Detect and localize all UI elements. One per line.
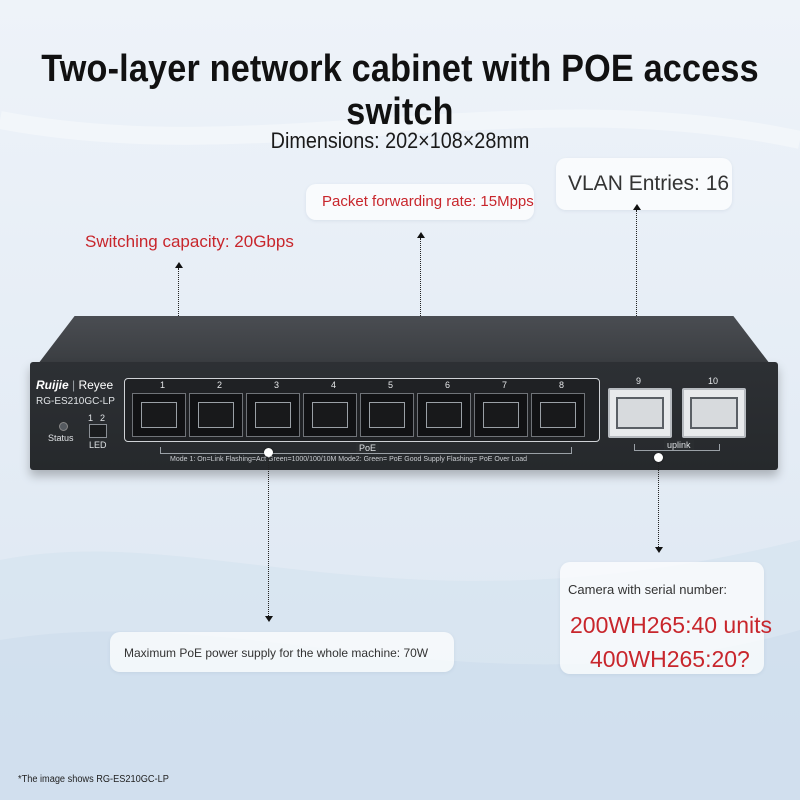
poe-power-leader xyxy=(268,458,269,616)
switching-capacity-label: Switching capacity: 20Gbps xyxy=(85,232,294,251)
dimensions-label: Dimensions: 202×108×28mm xyxy=(270,128,530,153)
ethernet-port-4[interactable] xyxy=(303,393,357,437)
ethernet-port-1[interactable] xyxy=(132,393,186,437)
port-number-label: 4 xyxy=(331,380,337,390)
footnote: *The image shows RG-ES210GC-LP xyxy=(18,774,169,785)
rj45-socket-icon xyxy=(483,402,519,428)
packet-forwarding-callout-box xyxy=(306,184,534,220)
camera-line-200wh: 200WH265:40 units xyxy=(570,612,773,638)
packet-forwarding-arrow-icon xyxy=(417,232,425,238)
port-number-label: 3 xyxy=(274,380,280,390)
vlan-callout-box xyxy=(556,158,732,210)
vlan-entries-label: VLAN Entries: 16 xyxy=(568,172,730,195)
rj45-socket-icon xyxy=(312,402,348,428)
reyee-logo-text: Reyee xyxy=(78,378,114,392)
camera-line-400wh: 400WH265:20? xyxy=(590,646,750,672)
switching-capacity-arrow-icon xyxy=(175,262,183,268)
uplink-arrow-icon xyxy=(655,547,663,553)
rj45-socket-icon xyxy=(255,402,291,428)
rj45-socket-icon xyxy=(198,402,234,428)
led-mode2-label: 2 xyxy=(100,413,106,423)
packet-forwarding-leader xyxy=(420,238,421,326)
packet-forwarding-label: Packet forwarding rate: 15Mpps xyxy=(322,193,534,210)
uplink-port-number: 9 xyxy=(636,376,642,386)
poe-label: PoE xyxy=(356,443,380,453)
poe-power-arrow-icon xyxy=(265,616,273,622)
uplink-port-number: 10 xyxy=(708,376,719,386)
status-label: Status xyxy=(48,433,74,443)
uplink-leader xyxy=(658,463,659,547)
rj45-socket-icon xyxy=(690,397,738,429)
uplink-bracket-line xyxy=(634,444,720,451)
ruijie-logo: Ruijie | Reyee xyxy=(36,378,114,392)
port-number-label: 6 xyxy=(445,380,451,390)
ruijie-logo-text: Ruijie xyxy=(36,378,69,392)
port-number-label: 1 xyxy=(160,380,166,390)
rj45-socket-icon xyxy=(141,402,177,428)
uplink-port-10[interactable] xyxy=(682,388,746,438)
ethernet-port-2[interactable] xyxy=(189,393,243,437)
port-number-label: 7 xyxy=(502,380,508,390)
rj45-socket-icon xyxy=(426,402,462,428)
led-label: LED xyxy=(89,440,107,450)
led-mode-button[interactable] xyxy=(89,424,107,438)
vlan-leader xyxy=(636,210,637,326)
port-number-label: 8 xyxy=(559,380,565,390)
rj45-socket-icon xyxy=(540,402,576,428)
camera-heading: Camera with serial number: xyxy=(568,582,727,597)
ethernet-port-8[interactable] xyxy=(531,393,585,437)
ethernet-port-5[interactable] xyxy=(360,393,414,437)
uplink-dot xyxy=(654,453,663,462)
uplink-port-9[interactable] xyxy=(608,388,672,438)
port-number-label: 5 xyxy=(388,380,394,390)
rj45-socket-icon xyxy=(616,397,664,429)
camera-callout-box xyxy=(560,562,764,674)
rj45-socket-icon xyxy=(369,402,405,428)
mode-legend: Mode 1: On=Link Flashing=Act Green=1000/… xyxy=(170,456,528,463)
status-led xyxy=(59,422,68,431)
poe-power-callout-box xyxy=(110,632,454,672)
switching-capacity-leader xyxy=(178,268,179,326)
vlan-arrow-icon xyxy=(633,204,641,210)
model-label: RG-ES210GC-LP xyxy=(36,396,115,407)
poe-bracket-line xyxy=(160,447,572,454)
led-mode1-label: 1 xyxy=(88,413,94,423)
ethernet-port-3[interactable] xyxy=(246,393,300,437)
switch-top-cover xyxy=(38,316,770,364)
page-title: Two-layer network cabinet with POE acces… xyxy=(41,48,759,133)
uplink-label: uplink xyxy=(664,440,694,450)
ethernet-port-7[interactable] xyxy=(474,393,528,437)
poe-power-label: Maximum PoE power supply for the whole m… xyxy=(124,646,429,660)
poe-power-dot xyxy=(264,448,273,457)
ethernet-port-6[interactable] xyxy=(417,393,471,437)
port-number-label: 2 xyxy=(217,380,223,390)
